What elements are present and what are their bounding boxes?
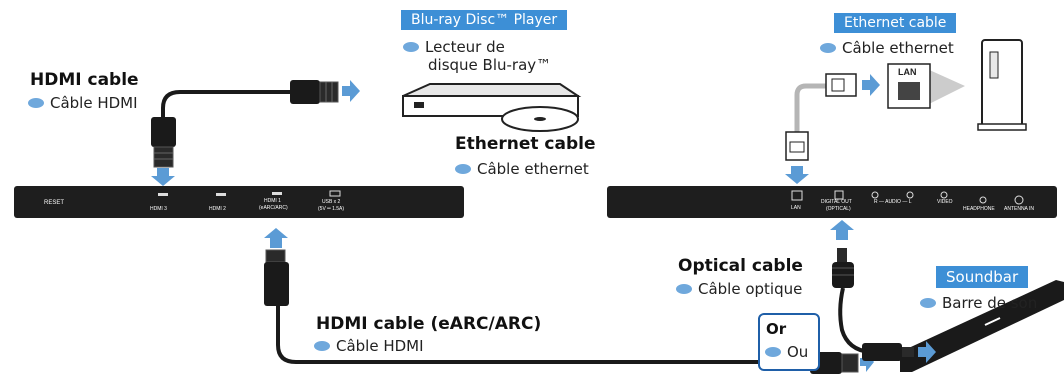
lan-port-label: LAN [791, 205, 801, 211]
bullet-dot [314, 341, 330, 351]
hdmi-top-plug-lower [151, 117, 176, 168]
ethernet-plug-lower [785, 131, 809, 161]
optical-plug-top [832, 248, 854, 288]
or-box: Or Ou [758, 313, 820, 371]
arrow-bluray-right [342, 80, 360, 102]
ethernet-plug-upper [825, 73, 857, 97]
hdmi1-port-icon [272, 192, 282, 195]
bullet-dot [765, 347, 781, 357]
hdmi-arc-label-en: HDMI cable (eARC/ARC) [316, 314, 542, 334]
soundbar-fr-text: Barre de son [942, 294, 1038, 312]
bluray-fr-line1-text: Lecteur de [425, 38, 505, 56]
arrow-soundbar-hdmi [860, 352, 874, 372]
arrow-optical-up [830, 220, 854, 240]
video-label: VIDEO [937, 199, 953, 205]
hdmi3-label: HDMI 3 [150, 206, 167, 212]
bluray-label-fr-line2: disque Blu-ray™ [428, 56, 552, 74]
or-label-en: Or [766, 320, 787, 338]
arrow-lan-down [785, 166, 809, 184]
optical-fr-text: Câble optique [698, 280, 803, 298]
soundbar-tag: Soundbar [936, 266, 1029, 288]
eth-mid-fr-text: Câble ethernet [477, 160, 589, 178]
hdmi1-label-line1: HDMI 1 [264, 198, 281, 204]
antenna-label: ANTENNA IN [1004, 206, 1035, 212]
soundbar-icon [900, 280, 1064, 372]
arrow-hdmi1-up [264, 228, 288, 248]
bluray-player-icon [402, 83, 582, 132]
hdmi2-label: HDMI 2 [209, 206, 226, 212]
bullet-dot [403, 42, 419, 52]
hdmi-top-plug-right [290, 80, 339, 104]
arrow-soundbar-optical [918, 341, 936, 363]
hdmi-top-fr-text: Câble HDMI [50, 94, 138, 112]
hdmi2-port-icon [216, 193, 226, 196]
hdmi1-label-line2: (eARC/ARC) [259, 205, 288, 211]
lan-box-label: LAN [898, 67, 917, 77]
hdmi-arc-label-fr: Câble HDMI [314, 337, 424, 355]
hdmi3-port-icon [158, 193, 168, 196]
bullet-dot [455, 164, 471, 174]
tv-panel-left [14, 186, 464, 218]
usb-port-icon [329, 190, 341, 197]
optical-label-fr: Câble optique [676, 280, 802, 298]
or-fr-text: Ou [787, 343, 809, 361]
bullet-dot [820, 43, 836, 53]
bluray-label-fr-line1: Lecteur de [403, 38, 505, 56]
optical-label-en: Optical cable [678, 256, 803, 276]
hdmi-top-label-fr: Câble HDMI [28, 94, 138, 112]
hdmi-top-cable [161, 90, 290, 150]
eth-mid-label-fr: Câble ethernet [455, 160, 589, 178]
ethernet-cable [794, 83, 835, 135]
soundbar-label-fr: Barre de son [920, 294, 1037, 312]
eth-mid-label-en: Ethernet cable [455, 134, 596, 154]
bluray-tag: Blu-ray Disc™ Player [401, 10, 568, 30]
hdmi-arc-plug-lower [264, 249, 289, 306]
bullet-dot [676, 284, 692, 294]
reset-label: RESET [44, 200, 65, 206]
or-label-fr: Ou [765, 343, 808, 361]
lan-port-icon [791, 190, 803, 201]
arrow-hdmi3-down [151, 168, 175, 186]
headphone-label: HEADPHONE [963, 206, 995, 212]
digital-out-label-line1: DIGITAL OUT [821, 199, 852, 205]
bullet-dot [28, 98, 44, 108]
hdmi-top-label-en: HDMI cable [30, 70, 139, 90]
router-icon [887, 39, 1027, 131]
usb-label-line2: (5V ═ 1.5A) [318, 206, 345, 212]
eth-tag-fr: Câble ethernet [820, 39, 954, 57]
digital-out-label-line2: (OPTICAL) [826, 206, 851, 212]
eth-tag-fr-text: Câble ethernet [842, 39, 954, 57]
usb-label-line1: USB x 2 [322, 199, 341, 205]
audio-label: R — AUDIO — L [874, 199, 912, 205]
hdmi-arc-fr-text: Câble HDMI [336, 337, 424, 355]
optical-port-icon [834, 190, 844, 200]
hdmi-arc-cable [276, 305, 815, 364]
tv-panel-right [607, 186, 1057, 218]
bullet-dot [920, 298, 936, 308]
arrow-router-right [862, 74, 880, 96]
eth-tag: Ethernet cable [834, 13, 957, 33]
optical-plug-right [862, 343, 914, 361]
